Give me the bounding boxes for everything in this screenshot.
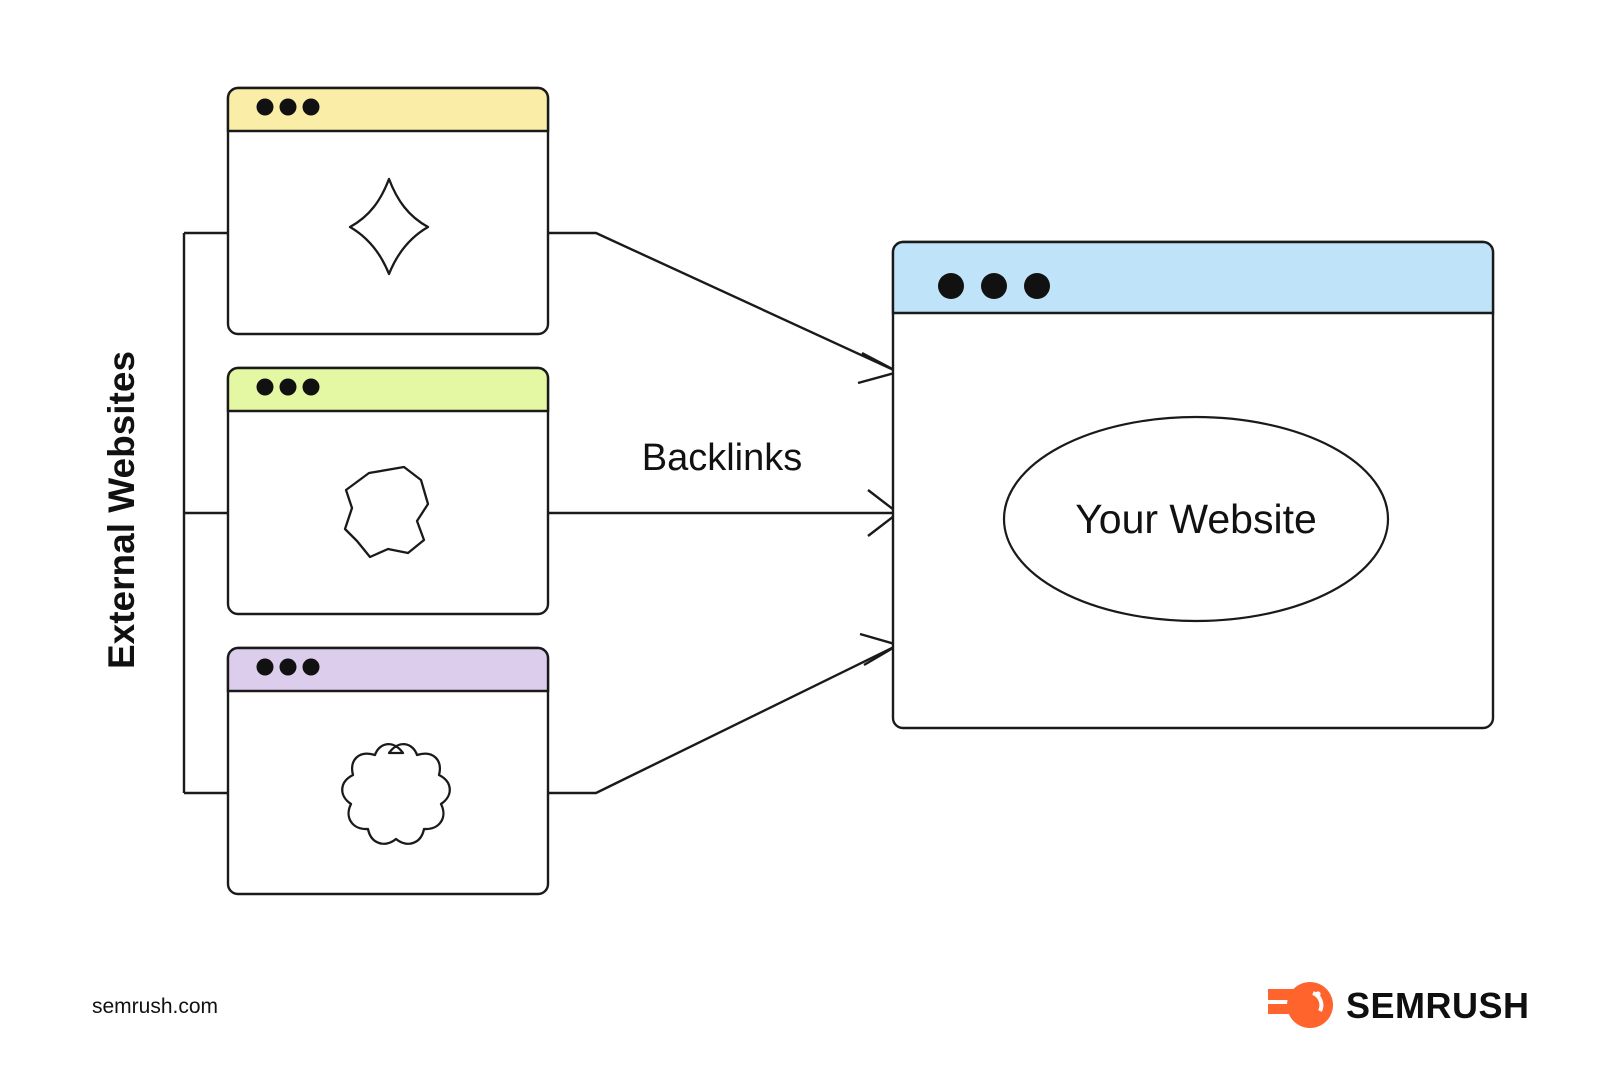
window-dot — [981, 273, 1007, 299]
backlink-line-3 — [540, 643, 899, 795]
window-titlebar — [226, 366, 550, 413]
window-dot — [279, 378, 297, 396]
window-dots — [256, 378, 320, 396]
your-website-ellipse — [1002, 415, 1390, 623]
external-window-2[interactable] — [226, 366, 550, 616]
window-dot — [302, 658, 320, 676]
semrush-wordmark: SEMRUSH — [1346, 985, 1530, 1026]
rounded-diamond-icon — [348, 177, 430, 276]
window-titlebar — [891, 240, 1495, 315]
semrush-comet-icon — [1268, 982, 1333, 1028]
external-window-3[interactable] — [226, 646, 550, 896]
window-dot — [1024, 273, 1050, 299]
window-dot — [302, 378, 320, 396]
backlinks-label: Backlinks — [642, 437, 803, 479]
target-window[interactable]: Your Website — [891, 240, 1495, 730]
window-dot — [938, 273, 964, 299]
window-dot — [256, 98, 274, 116]
blob-polygon-icon — [343, 465, 430, 559]
external-websites-label: External Websites — [101, 351, 142, 669]
window-dots — [938, 273, 1050, 299]
scalloped-flower-icon — [341, 743, 451, 845]
backlink-connectors — [532, 225, 902, 801]
source-url: semrush.com — [92, 995, 218, 1018]
external-window-1[interactable] — [226, 86, 550, 336]
window-dot — [279, 658, 297, 676]
backlink-line-1 — [540, 231, 899, 374]
semrush-logo: SEMRUSH — [1268, 982, 1530, 1028]
your-website-label: Your Website — [1075, 496, 1317, 542]
window-titlebar — [226, 646, 550, 693]
window-dot — [256, 378, 274, 396]
window-dot — [279, 98, 297, 116]
window-titlebar — [226, 86, 550, 133]
window-dot — [256, 658, 274, 676]
window-dots — [256, 98, 320, 116]
window-dot — [302, 98, 320, 116]
window-dots — [256, 658, 320, 676]
